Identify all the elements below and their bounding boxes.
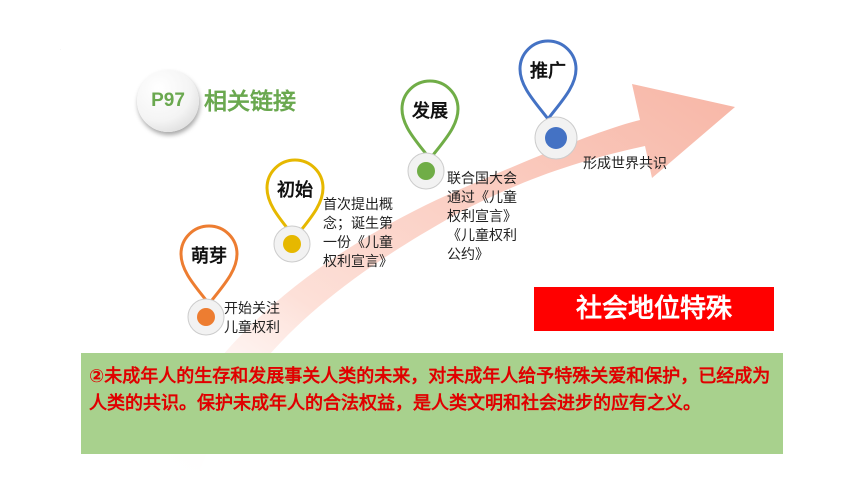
summary-text: ②未成年人的生存和发展事关人类的未来，对未成年人给予特殊关爱和保护，已经成为人类… <box>89 366 771 414</box>
stage-text-tuiguang: 形成世界共识 <box>583 155 667 174</box>
stage-text-fazhan: 联合国大会 通过《儿童 权利宣言》 《儿童权利 公约》 <box>447 170 517 265</box>
text-line: 儿童权利 <box>224 320 280 336</box>
decorative-dot: · <box>60 47 61 51</box>
node-mengya <box>187 298 225 336</box>
stage-label-tuiguang: 推广 <box>530 61 566 82</box>
stage-text-chushi: 首次提出概 念；诞生第 一份《儿童 权利宣言》 <box>323 196 393 272</box>
text-line: 权利宣言》 <box>323 254 393 270</box>
highlight-box: 社会地位特殊 <box>534 287 774 331</box>
node-fazhan <box>407 152 445 190</box>
stage-label-chushi: 初始 <box>277 180 313 201</box>
stage-label-mengya: 萌芽 <box>191 246 227 267</box>
text-line: 形成世界共识 <box>583 156 667 172</box>
pin-tuiguang <box>518 39 578 122</box>
stage-text-mengya: 开始关注 儿童权利 <box>224 300 280 338</box>
link-title: 相关链接 <box>204 89 296 115</box>
stage-label-fazhan: 发展 <box>412 101 448 122</box>
pin-fazhan <box>400 79 460 162</box>
text-line: 开始关注 <box>224 301 280 317</box>
text-line: 公约》 <box>447 247 489 263</box>
text-line: 念；诞生第 <box>323 216 393 232</box>
text-line: 《儿童权利 <box>447 228 517 244</box>
pin-mengya <box>179 224 239 307</box>
pin-chushi <box>265 158 325 241</box>
text-line: 一份《儿童 <box>323 235 393 251</box>
text-line: 通过《儿童 <box>447 190 517 206</box>
summary-box: ②未成年人的生存和发展事关人类的未来，对未成年人给予特殊关爱和保护，已经成为人类… <box>81 353 783 454</box>
p97-badge: P97 <box>137 70 199 132</box>
node-chushi <box>273 225 311 263</box>
text-line: 权利宣言》 <box>447 209 517 225</box>
text-line: 首次提出概 <box>323 197 393 213</box>
badge-text: P97 <box>151 90 185 111</box>
text-line: 联合国大会 <box>447 171 517 187</box>
node-tuiguang <box>534 116 578 160</box>
